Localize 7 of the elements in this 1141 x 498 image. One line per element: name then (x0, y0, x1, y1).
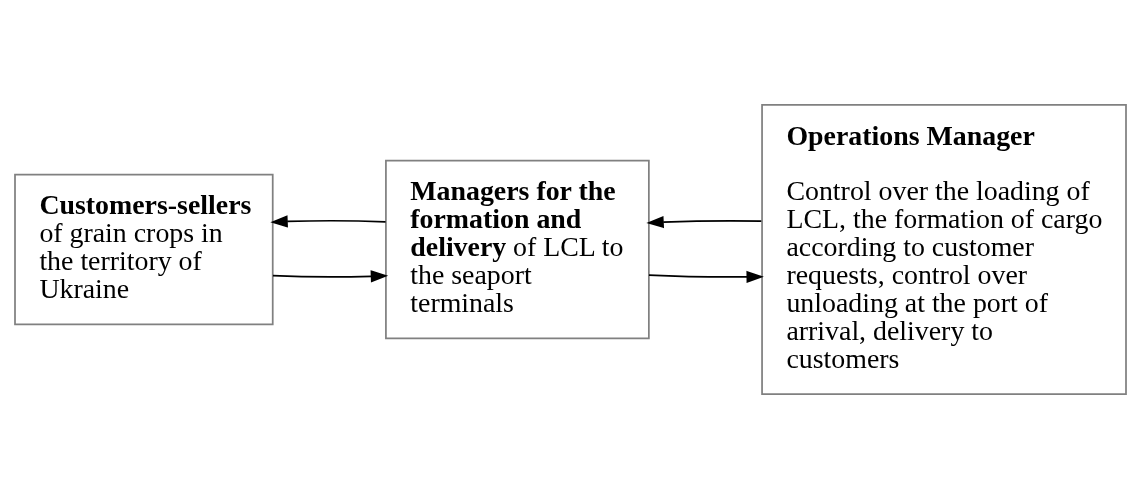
arrow (272, 269, 389, 282)
node-box: Managers for the formation and delivery of LCL to the seaport terminals (385, 159, 650, 339)
node-box: Customers-sellers of grain crops in the territory of Ukraine (14, 173, 274, 325)
arrow (648, 270, 764, 283)
arrow (646, 215, 763, 228)
node-box: Operations Manager Control over the loading of LCL, the formation of cargo according to customer requests, control over unloading at the port of arrival, delivery to customers (761, 103, 1127, 395)
arrow (270, 214, 387, 228)
